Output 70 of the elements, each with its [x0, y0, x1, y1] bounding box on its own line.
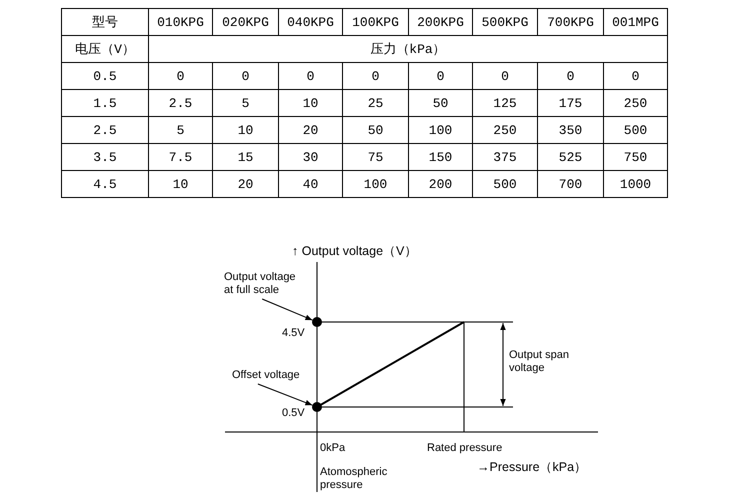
- table-cell: 700: [538, 170, 604, 198]
- table-cell: 5: [212, 90, 278, 116]
- leader-line: [257, 384, 313, 406]
- column-header: 500KPG: [472, 8, 538, 36]
- table-cell: 10: [212, 116, 278, 144]
- callout-text: Output voltage at full scale: [224, 271, 296, 297]
- tick-label: 4.5V: [282, 327, 305, 340]
- table-cell: 7.5: [148, 144, 212, 170]
- data-point: [312, 402, 322, 412]
- table-cell: 100: [342, 170, 408, 198]
- table-cell: 100: [408, 116, 472, 144]
- table-cell: 0: [472, 62, 538, 90]
- table-cell: 375: [472, 144, 538, 170]
- tick-label: Rated pressure: [427, 442, 502, 455]
- table-cell: 175: [538, 90, 604, 116]
- tick-label: 0kPa: [320, 442, 346, 455]
- table-cell: 40: [278, 170, 342, 198]
- column-header: 001MPG: [604, 8, 668, 36]
- table-cell: 0.5: [62, 62, 148, 90]
- table-cell: 200: [408, 170, 472, 198]
- data-point: [312, 317, 322, 327]
- table-cell: 0: [408, 62, 472, 90]
- table-cell: 3.5: [62, 144, 148, 170]
- table-cell: 电压（V）: [62, 36, 148, 62]
- table-cell: 50: [408, 90, 472, 116]
- table-cell: 0: [342, 62, 408, 90]
- table-cell: 250: [604, 90, 668, 116]
- table-cell: 0: [212, 62, 278, 90]
- table-cell: 2.5: [148, 90, 212, 116]
- table-cell: 525: [538, 144, 604, 170]
- column-header: 040KPG: [278, 8, 342, 36]
- table-cell: 5: [148, 116, 212, 144]
- table-cell: 25: [342, 90, 408, 116]
- table-cell: 0: [604, 62, 668, 90]
- table-cell: 0: [278, 62, 342, 90]
- table-cell: 10: [278, 90, 342, 116]
- column-header: 010KPG: [148, 8, 212, 36]
- table-cell: 20: [212, 170, 278, 198]
- leader-line: [262, 298, 313, 321]
- table-cell: 1.5: [62, 90, 148, 116]
- table-cell: 350: [538, 116, 604, 144]
- tick-label: 0.5V: [282, 407, 305, 420]
- table-cell: 30: [278, 144, 342, 170]
- table-cell: 1000: [604, 170, 668, 198]
- callout-text: Offset voltage: [232, 369, 304, 382]
- table-cell: 0: [538, 62, 604, 90]
- table-cell: 20: [278, 116, 342, 144]
- table-cell: 型号: [62, 8, 148, 36]
- table-cell: 2.5: [62, 116, 148, 144]
- table-cell: 压力（kPa）: [148, 36, 668, 62]
- table-cell: 15: [212, 144, 278, 170]
- table-cell: 75: [342, 144, 408, 170]
- column-header: 700KPG: [538, 8, 604, 36]
- table-cell: 50: [342, 116, 408, 144]
- table-cell: 500: [604, 116, 668, 144]
- table-cell: 10: [148, 170, 212, 198]
- table-cell: 250: [472, 116, 538, 144]
- table-cell: 150: [408, 144, 472, 170]
- table-cell: 500: [472, 170, 538, 198]
- column-header: 200KPG: [408, 8, 472, 36]
- table-cell: 4.5: [62, 170, 148, 198]
- table-cell: 750: [604, 144, 668, 170]
- axis-title: →Pressure（kPa）: [477, 460, 588, 475]
- column-header: 100KPG: [342, 8, 408, 36]
- column-header: 020KPG: [212, 8, 278, 36]
- table-cell: 125: [472, 90, 538, 116]
- annotation-text: Atomospheric pressure: [320, 466, 388, 492]
- annotation-text: Output span voltage: [509, 349, 570, 375]
- table-cell: 0: [148, 62, 212, 90]
- axis-title: ↑ Output voltage（V）: [292, 244, 418, 259]
